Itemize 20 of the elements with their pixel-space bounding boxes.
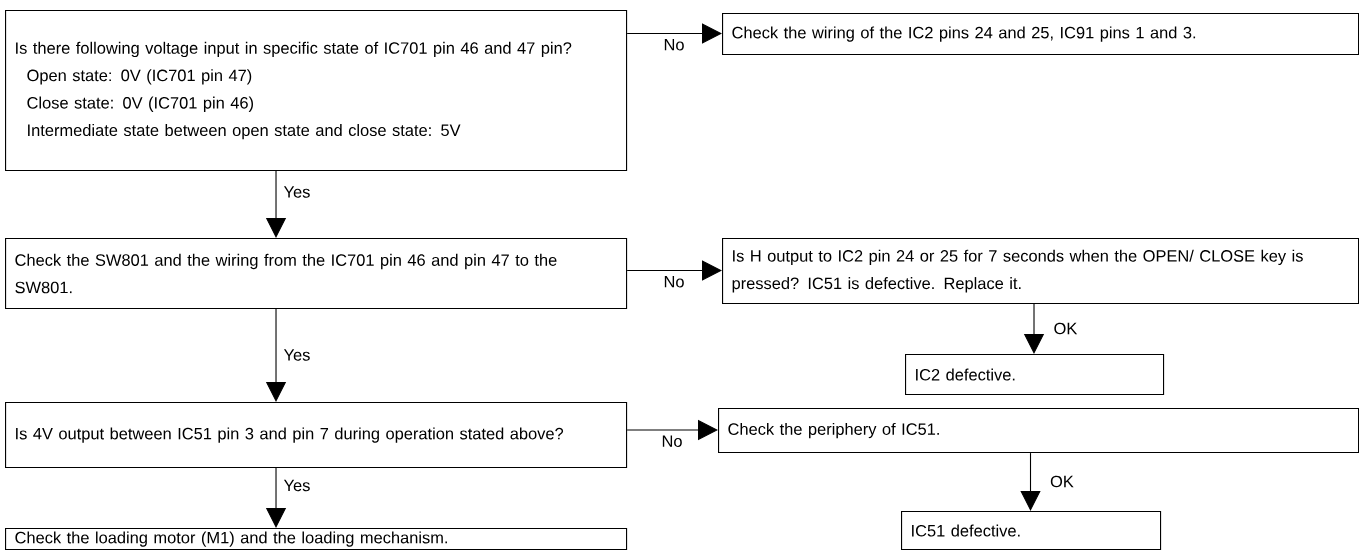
edge-label: OK xyxy=(1050,475,1074,488)
process-box: Is 4V output between IC51 pin 3 and pin 7 during operation stated above? xyxy=(5,402,628,469)
process-box: Check the wiring of the IC2 pins 24 and 25, IC91 pins 1 and 3. xyxy=(722,13,1359,56)
arrow xyxy=(1020,452,1041,511)
process-box: Check the SW801 and the wiring from the IC701 pin 46 and pin 47 to the SW801. xyxy=(5,238,628,310)
process-box: IC2 defective. xyxy=(905,354,1165,396)
edge-label: No xyxy=(664,276,684,288)
edge-label: Yes xyxy=(283,479,310,492)
edge-label: No xyxy=(664,39,684,51)
arrow xyxy=(626,260,722,281)
edge-label: OK xyxy=(1054,322,1078,335)
edge-label: Yes xyxy=(283,349,310,361)
arrow xyxy=(626,23,722,44)
edge-label: Yes xyxy=(283,186,310,198)
edge-label: No xyxy=(662,435,682,447)
process-box: Is H output to IC2 pin 24 or 25 for 7 seconds when the OPEN/ CLOSE key is pressed? IC51 is defective. Replace it. xyxy=(722,238,1359,305)
process-box: IC51 defective. xyxy=(901,511,1162,550)
process-box: Is there following voltage input in specific state of IC701 pin 46 and 47 pin? Open state: 0V (IC701 pin 47) Close state: 0V (IC701 pin 46) Intermediate state between open state and close state: 5V xyxy=(5,10,628,172)
process-box: Check the periphery of IC51. xyxy=(718,408,1359,454)
process-box: Check the loading motor (M1) and the loading mechanism. xyxy=(5,528,628,550)
